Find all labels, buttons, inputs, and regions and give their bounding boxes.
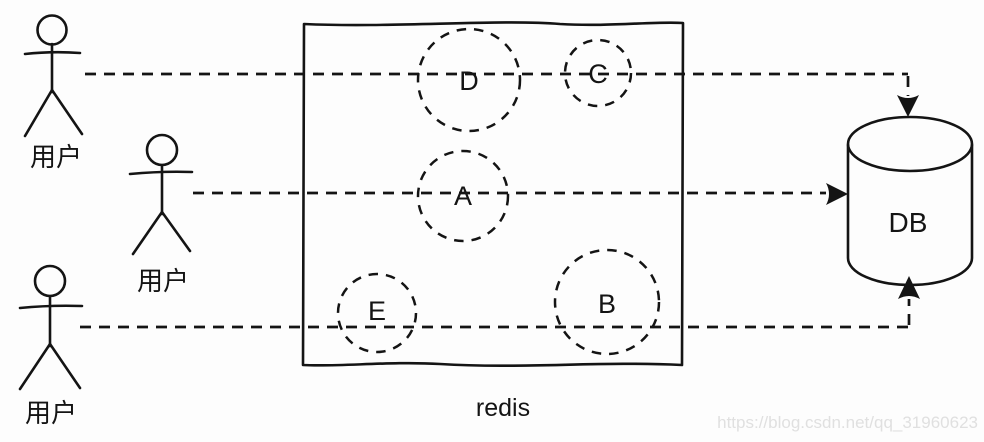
arrow-up-icon	[898, 276, 920, 299]
cache-item-B: B	[553, 248, 661, 356]
cache-item-E: E	[336, 272, 418, 354]
watermark: https://blog.csdn.net/qq_31960623	[717, 413, 978, 432]
cache-item-label: A	[454, 181, 472, 211]
cache-item-A: A	[416, 149, 510, 243]
cache-item-C: C	[563, 38, 633, 108]
db-label: DB	[889, 207, 928, 238]
actor-legs	[131, 210, 192, 256]
request-arrow-middle	[193, 183, 848, 205]
cache-box-label: redis	[476, 394, 530, 422]
actor-legs	[23, 88, 84, 138]
cache-item-circle	[336, 272, 418, 354]
arrow-right-icon	[826, 183, 848, 205]
arrow-down-icon	[897, 95, 919, 117]
actor-label: 用户	[137, 266, 189, 296]
actor-legs	[18, 342, 82, 391]
request-arrow-bottom	[80, 276, 920, 329]
actor-label: 用户	[25, 398, 77, 428]
cache-item-label: C	[588, 59, 608, 89]
cache-item-label: E	[368, 296, 386, 326]
actor-head	[145, 133, 179, 167]
db-cylinder: DB	[846, 115, 974, 287]
actor-label: 用户	[30, 142, 82, 172]
user-actor-1: 用户	[23, 14, 84, 172]
user-actor-2: 用户	[128, 133, 194, 296]
cache-item-circle	[416, 27, 522, 133]
cache-item-circle	[563, 38, 633, 108]
actor-head	[36, 14, 68, 46]
db-cylinder-body	[846, 143, 974, 287]
cache-item-label: B	[598, 289, 616, 319]
db-cylinder-top	[846, 115, 974, 173]
request-arrow-top	[85, 72, 919, 117]
cache-item-circle	[553, 248, 661, 356]
user-actor-3: 用户	[18, 264, 84, 428]
redis-cache-box: D C A E B redis	[301, 21, 685, 422]
cache-item-D: D	[416, 27, 522, 133]
actor-head	[33, 264, 67, 298]
cache-box-outline	[301, 21, 685, 368]
cache-item-circle	[416, 149, 510, 243]
cache-item-label: D	[459, 66, 479, 96]
